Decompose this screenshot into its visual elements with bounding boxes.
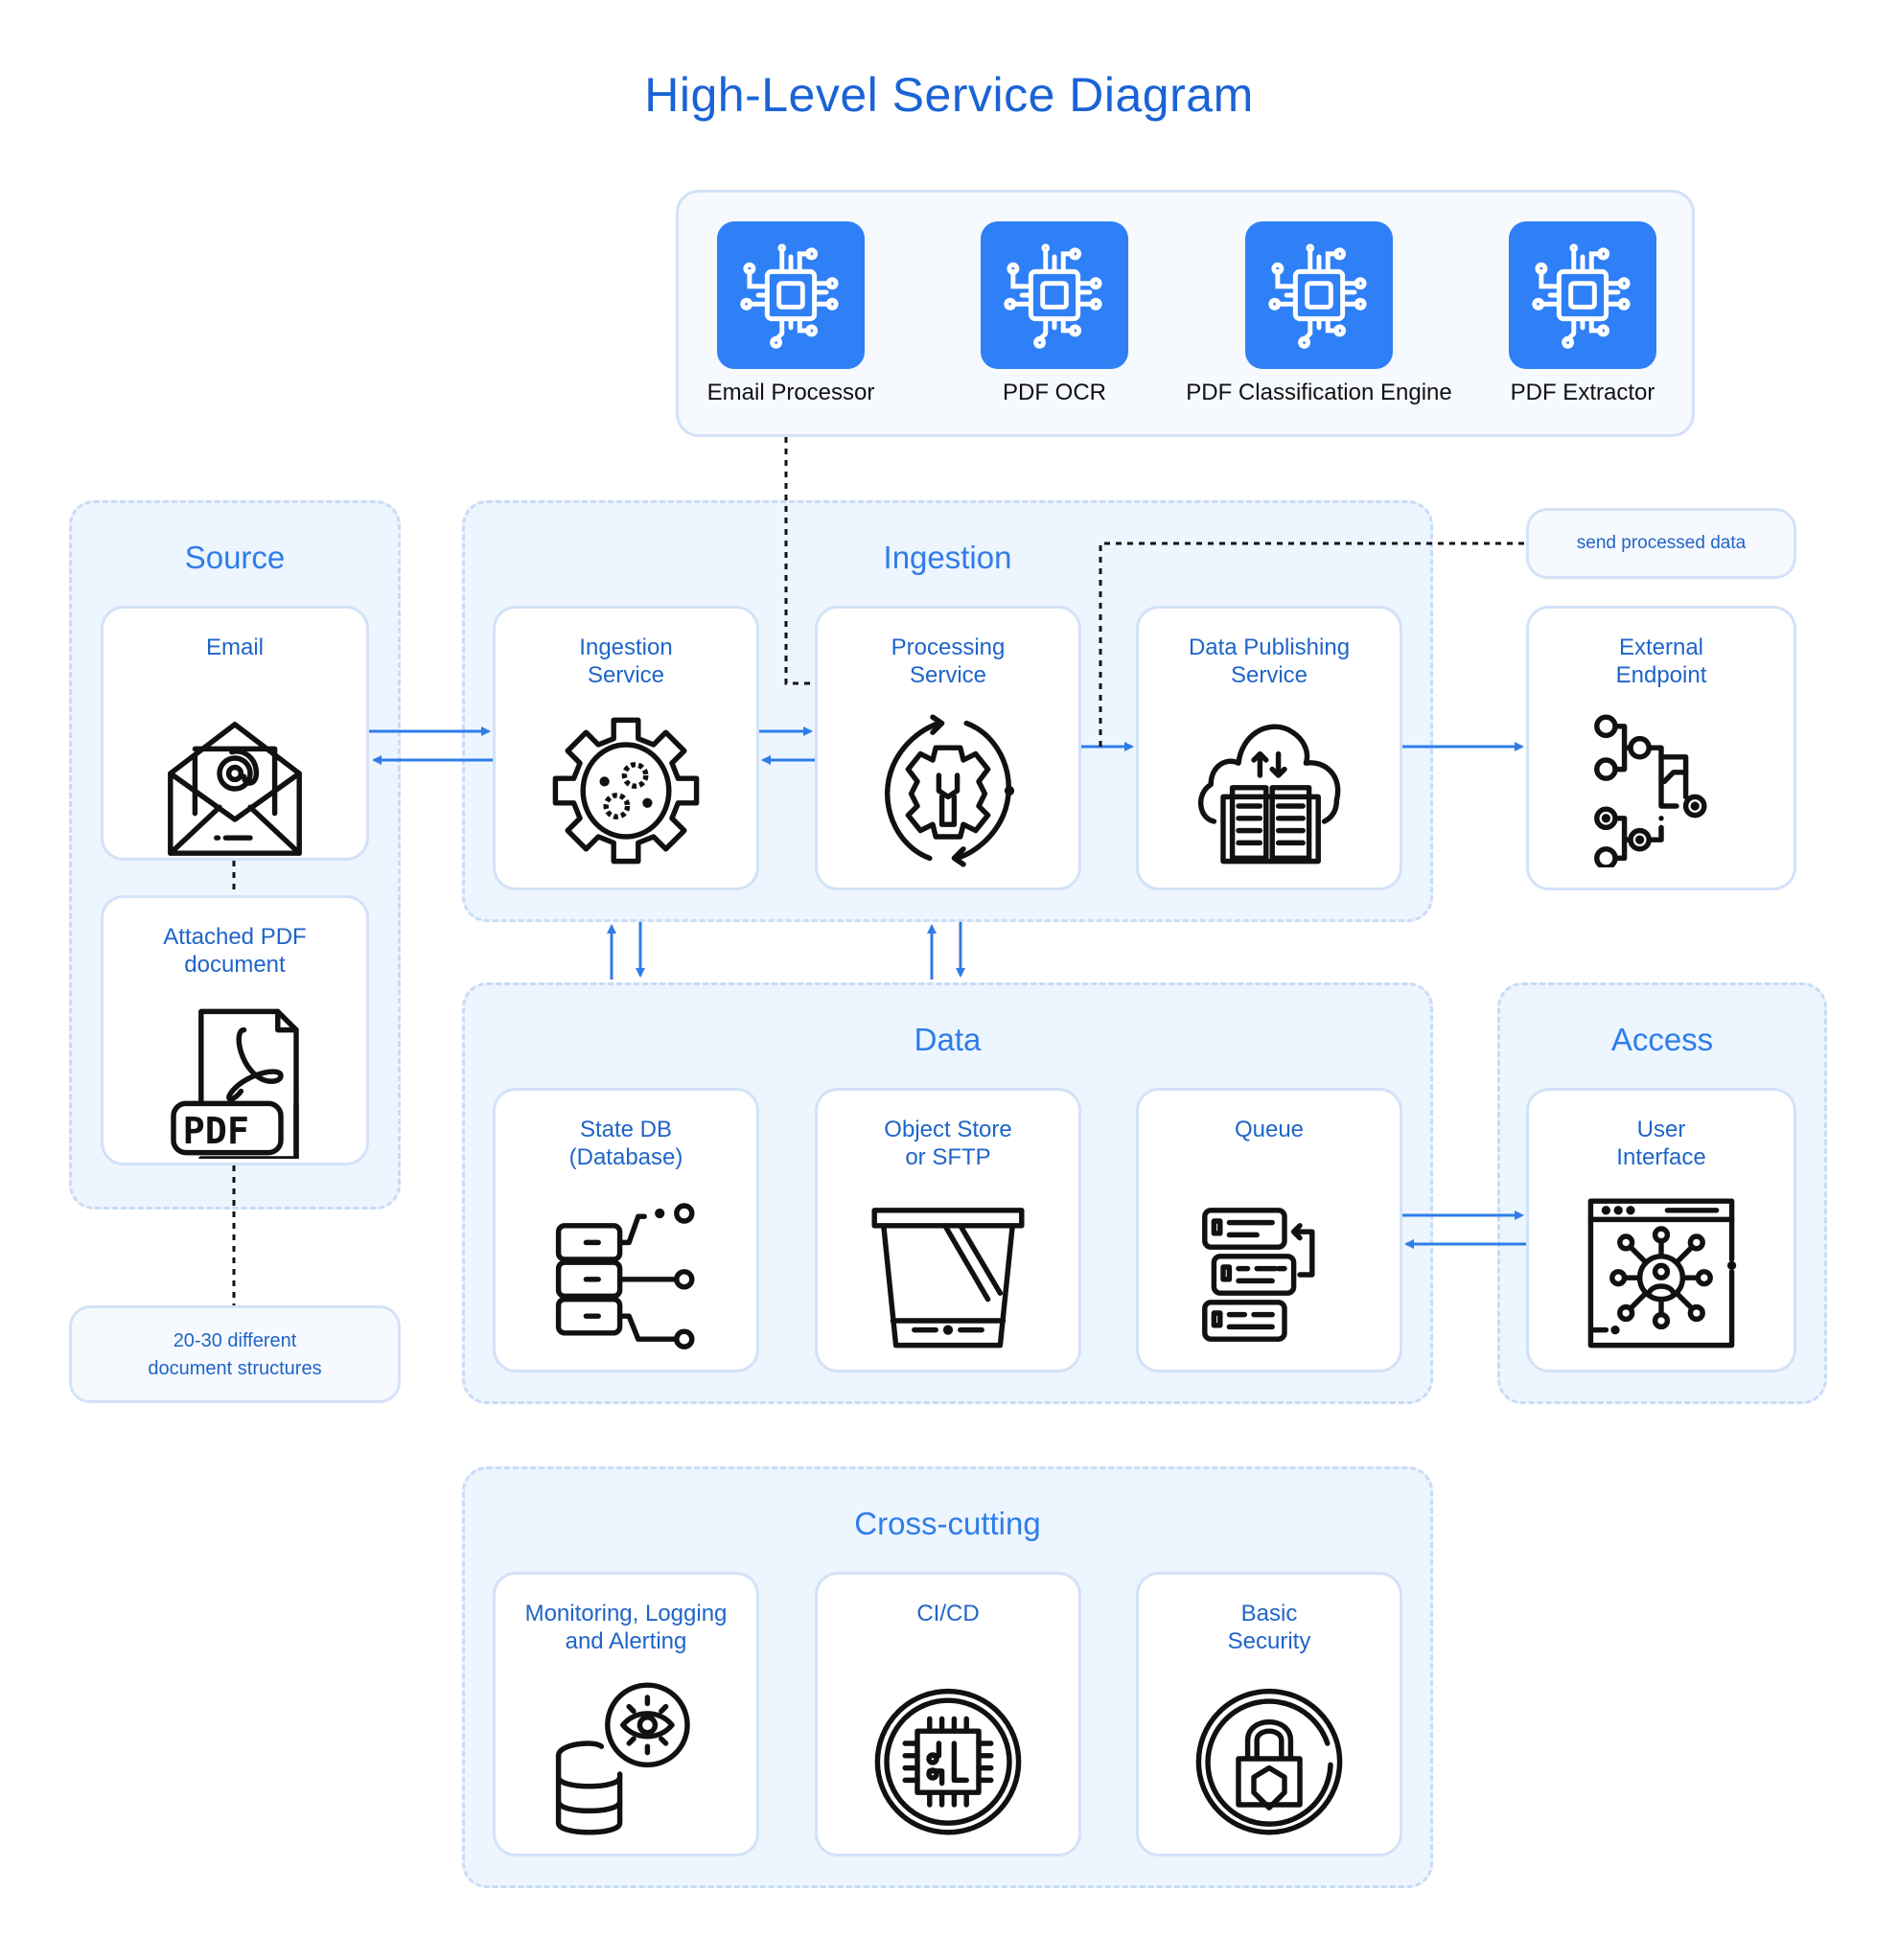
wrench-cycle-icon — [884, 714, 1015, 867]
cicd-card[interactable]: CI/CD — [815, 1572, 1081, 1856]
basic-security-card[interactable]: Basic Security — [1136, 1572, 1402, 1856]
note-text: send processed data — [1576, 533, 1747, 553]
cpu-chip-icon — [740, 243, 839, 349]
cpu-chip-icon — [1532, 243, 1631, 349]
processor-chip-ocr[interactable] — [981, 221, 1128, 369]
network-nodes-icon — [1594, 714, 1707, 867]
note-text: 20-30 different document structures — [148, 1330, 322, 1379]
svg-text:PDF: PDF — [183, 1110, 249, 1153]
processors-panel: Email Processor PDF OCR PDF Classificati… — [676, 190, 1695, 437]
processor-chip-email[interactable] — [717, 221, 865, 369]
card-label: Attached PDF document — [163, 924, 307, 978]
crosscutting-title: Cross-cutting — [854, 1506, 1041, 1541]
card-label: Basic Security — [1227, 1601, 1311, 1654]
document-structures-note: 20-30 different document structures — [69, 1305, 401, 1403]
card-label: CI/CD — [916, 1601, 980, 1626]
cloud-book-icon — [1198, 724, 1341, 865]
data-publishing-service-card[interactable]: Data Publishing Service — [1136, 606, 1402, 890]
processor-label: PDF OCR — [1003, 380, 1106, 405]
ingestion-service-card[interactable]: Ingestion Service — [493, 606, 759, 890]
cicd-chip-icon — [874, 1688, 1022, 1835]
card-label: Data Publishing Service — [1188, 634, 1351, 688]
bucket-icon — [871, 1208, 1025, 1349]
card-label: Ingestion Service — [579, 634, 673, 688]
card-label: State DB (Database) — [568, 1117, 683, 1170]
access-title: Access — [1610, 1022, 1714, 1057]
processor-chip-classification[interactable] — [1245, 221, 1393, 369]
cpu-chip-icon — [1004, 243, 1102, 349]
queue-icon — [1202, 1208, 1315, 1342]
email-open-icon — [168, 722, 302, 856]
cpu-chip-icon — [1268, 243, 1367, 349]
ingestion-title: Ingestion — [883, 540, 1012, 575]
card-label: External Endpoint — [1615, 634, 1707, 688]
card-label: Email — [205, 634, 264, 660]
security-lock-icon — [1195, 1688, 1343, 1835]
object-store-card[interactable]: Object Store or SFTP — [815, 1088, 1081, 1372]
processor-label: PDF Extractor — [1510, 380, 1655, 405]
attached-pdf-card[interactable]: Attached PDF document PDF — [101, 895, 369, 1165]
processor-label: PDF Classification Engine — [1186, 380, 1452, 405]
queue-card[interactable]: Queue — [1136, 1088, 1402, 1372]
external-endpoint-card[interactable]: External Endpoint — [1526, 606, 1796, 890]
processing-service-card[interactable]: Processing Service — [815, 606, 1081, 890]
data-title: Data — [914, 1022, 982, 1057]
gear-icon — [552, 717, 700, 865]
processor-label: Email Processor — [706, 380, 875, 405]
monitoring-icon — [555, 1682, 690, 1835]
email-card[interactable]: Email — [101, 606, 369, 861]
card-label: Processing Service — [891, 634, 1006, 688]
pdf-file-icon: PDF — [171, 1008, 299, 1159]
card-label: Queue — [1234, 1117, 1305, 1142]
user-interface-card[interactable]: User Interface — [1526, 1088, 1796, 1372]
state-db-card[interactable]: State DB (Database) — [493, 1088, 759, 1372]
processor-chip-extractor[interactable] — [1509, 221, 1656, 369]
card-label: Monitoring, Logging and Alerting — [524, 1601, 728, 1654]
card-label: Object Store or SFTP — [884, 1117, 1012, 1170]
monitoring-card[interactable]: Monitoring, Logging and Alerting — [493, 1572, 759, 1856]
page-title: High-Level Service Diagram — [644, 68, 1254, 122]
database-icon — [555, 1203, 695, 1349]
user-interface-icon — [1587, 1198, 1737, 1349]
source-title: Source — [184, 540, 286, 575]
send-processed-data-note: send processed data — [1526, 508, 1796, 579]
card-label: User Interface — [1616, 1117, 1706, 1170]
